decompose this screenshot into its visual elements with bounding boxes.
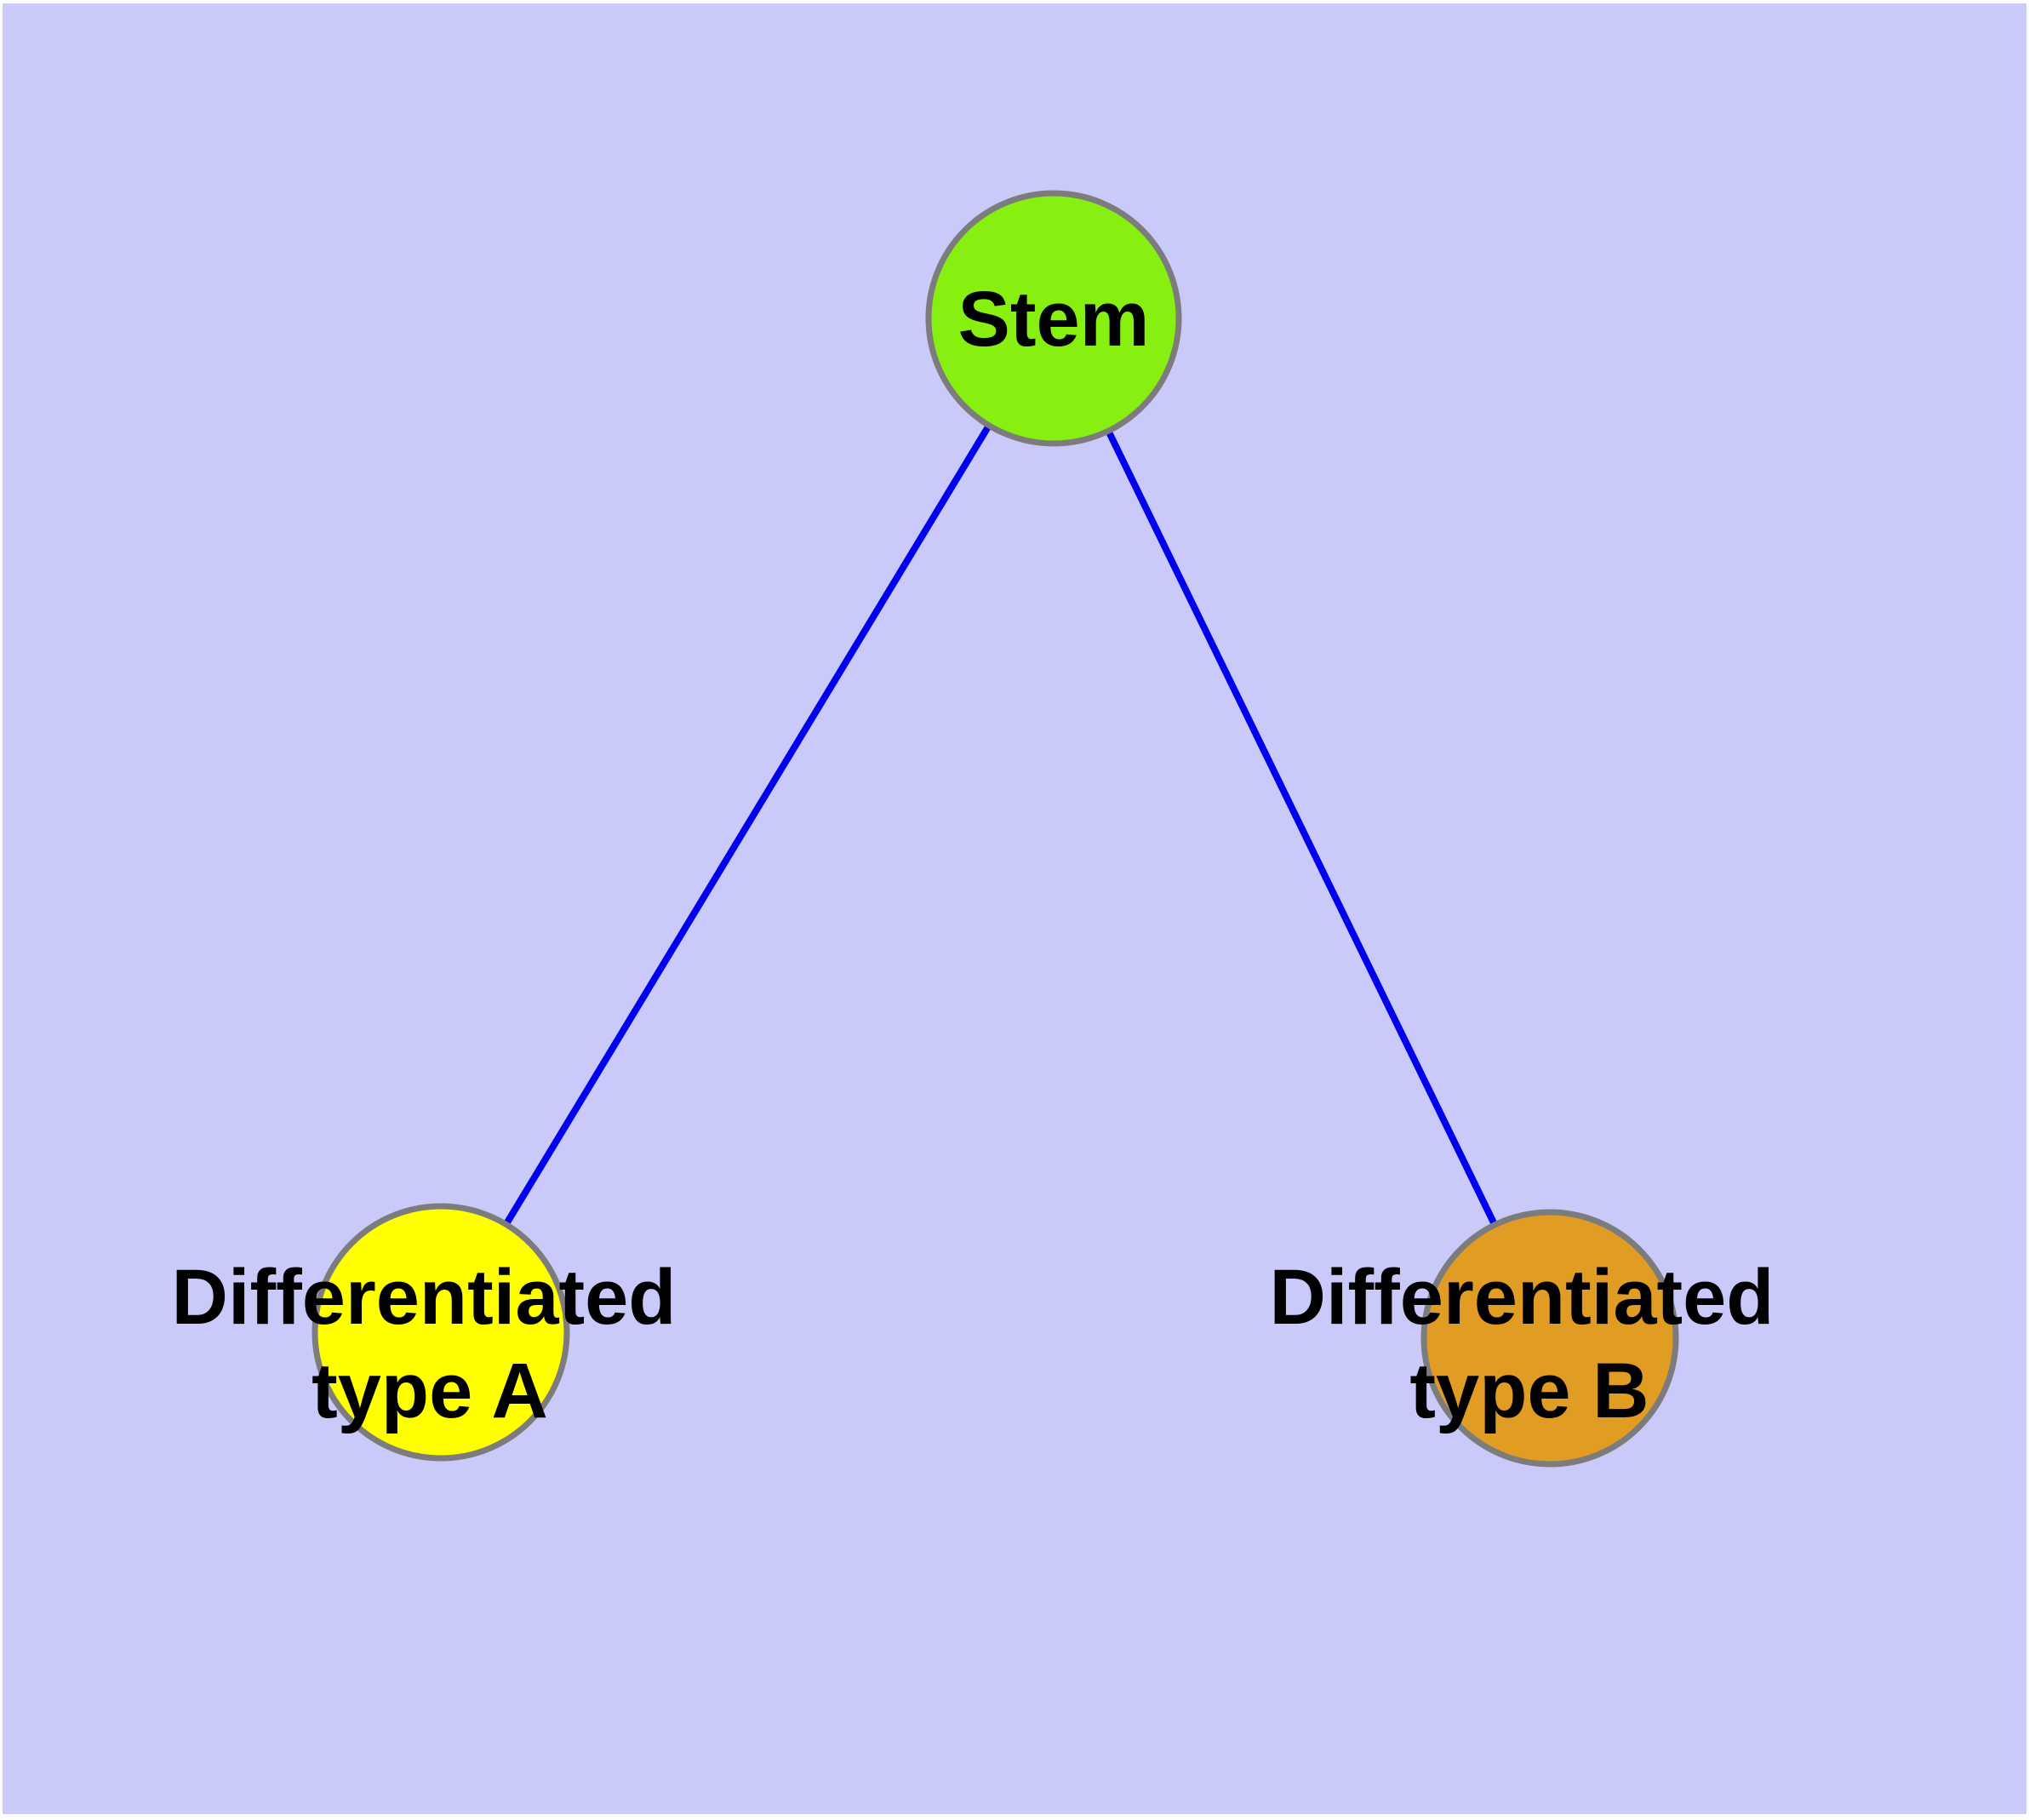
- node-typeB-label-line2: type B: [1409, 1348, 1649, 1434]
- node-typeA-circle[interactable]: [311, 1203, 570, 1462]
- node-stem-label: Stem: [958, 276, 1150, 363]
- edge-stem-to-typeA[interactable]: [437, 316, 1057, 1335]
- node-typeB-circle[interactable]: [1420, 1209, 1679, 1468]
- edge-stem-to-typeB[interactable]: [1050, 317, 1553, 1340]
- node-typeA-label-line2: type A: [311, 1348, 548, 1434]
- node-typeB-label-line1: Differentiated: [1270, 1254, 1775, 1341]
- node-stem-circle[interactable]: [925, 190, 1182, 447]
- node-typeA-label-line1: Differentiated: [172, 1254, 677, 1341]
